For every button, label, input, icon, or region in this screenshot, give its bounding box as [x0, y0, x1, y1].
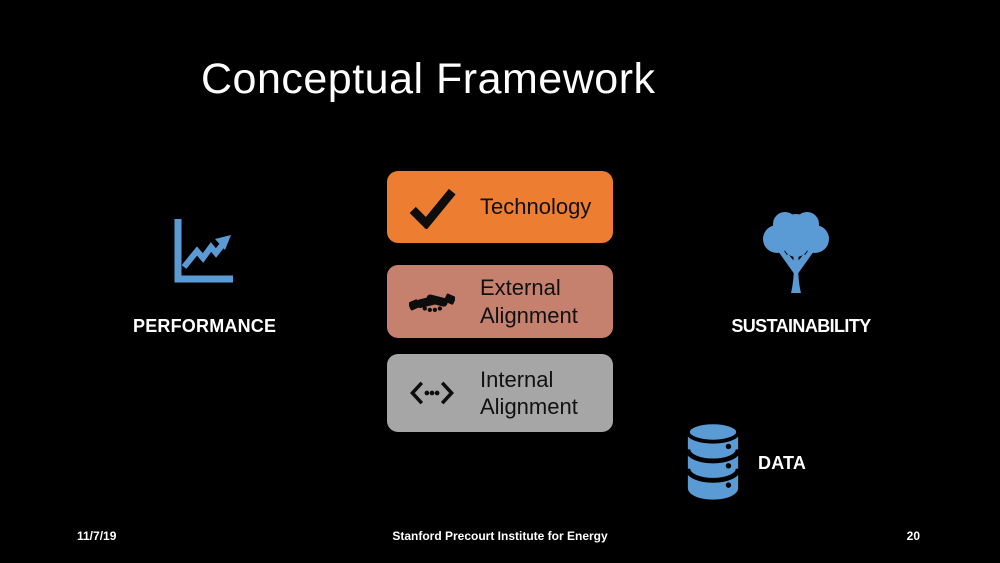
internal-alignment-box-label: Internal Alignment	[480, 366, 578, 420]
line-chart-icon	[167, 214, 237, 293]
database-icon	[684, 419, 742, 506]
technology-box: Technology	[387, 171, 613, 243]
code-angle-dots-icon	[404, 379, 460, 407]
footer-page-number: 20	[906, 529, 920, 543]
sustainability-label: SUSTAINABILITY	[731, 316, 871, 336]
slide-title: Conceptual Framework	[201, 55, 656, 103]
performance-label: PERFORMANCE	[133, 316, 277, 336]
external-alignment-box-label: External Alignment	[480, 275, 578, 328]
data-label: DATA	[758, 453, 807, 473]
footer-center-text: Stanford Precourt Institute for Energy	[392, 529, 608, 543]
footer-date: 11/7/19	[77, 529, 117, 543]
external-alignment-box: External Alignment	[387, 265, 613, 338]
internal-alignment-box: Internal Alignment	[387, 354, 613, 432]
tree-icon	[753, 206, 839, 299]
handshake-icon	[404, 285, 460, 319]
checkmark-icon	[404, 185, 460, 229]
technology-box-label: Technology	[480, 194, 592, 220]
